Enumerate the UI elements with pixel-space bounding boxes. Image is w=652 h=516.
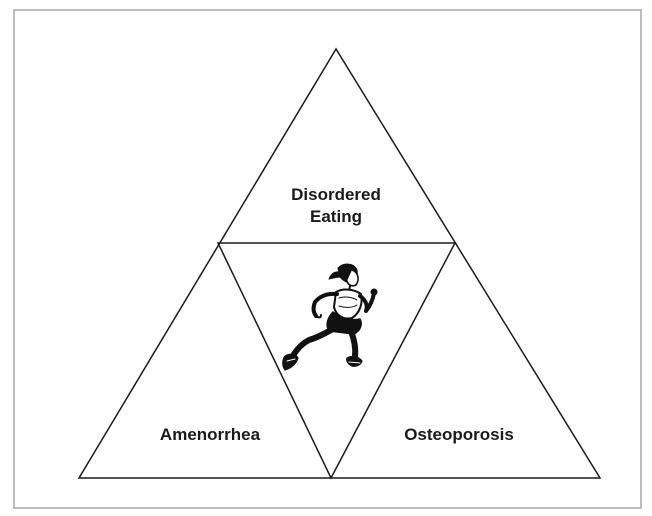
runner-icon (283, 264, 377, 370)
top-label-line2: Eating (310, 207, 362, 226)
right-label: Osteoporosis (404, 425, 514, 444)
left-label: Amenorrhea (160, 425, 261, 444)
figure-frame (14, 10, 641, 508)
top-label-line1: Disordered (291, 185, 381, 204)
outer-triangle (79, 49, 600, 478)
